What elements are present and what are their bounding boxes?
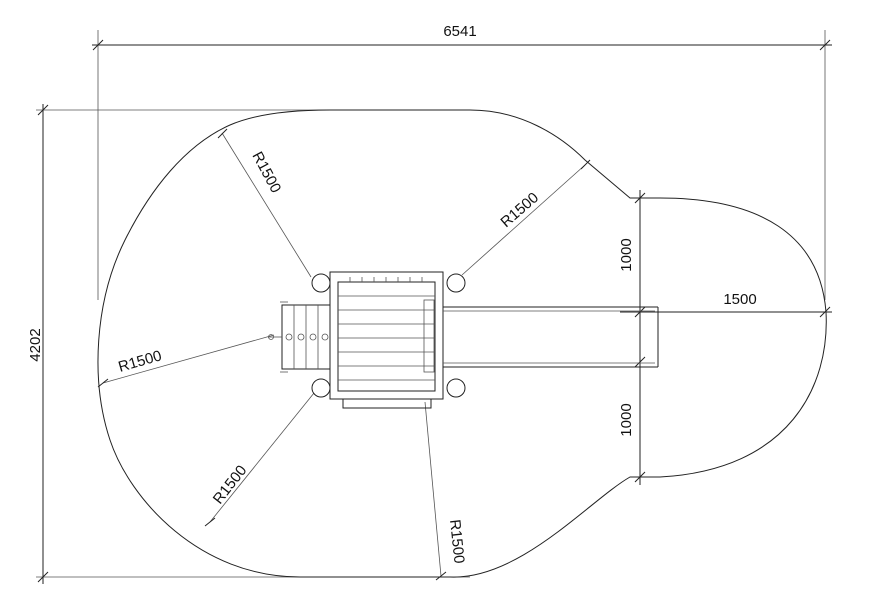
deck-planks (338, 295, 435, 381)
slide-zone-dimensions: 1000 1000 1500 (618, 190, 832, 485)
overall-width-dimension: 6541 (92, 23, 832, 300)
slide-upper-zone-label: 1000 (618, 238, 635, 271)
radius-label-bottom-right: R1500 (446, 519, 468, 565)
corner-post (311, 378, 331, 398)
top-rail-ticks (349, 277, 423, 282)
radius-label-left: R1500 (116, 347, 163, 376)
radius-label-bottom-left: R1500 (210, 462, 251, 507)
slide (443, 306, 659, 368)
corner-post (446, 378, 466, 398)
corner-post (446, 273, 466, 293)
radius-label-top-left: R1500 (248, 149, 284, 196)
safety-zone-outline (97, 109, 827, 578)
radius-label-top-right: R1500 (497, 189, 542, 231)
overall-height-label: 4202 (27, 328, 44, 361)
ladder (268, 301, 331, 373)
slide-lower-zone-label: 1000 (618, 403, 635, 436)
overall-width-label: 6541 (443, 23, 476, 40)
corner-post (311, 273, 331, 293)
radius-leaders (97, 128, 591, 581)
slide-end-zone-label: 1500 (723, 291, 756, 308)
play-tower (311, 271, 466, 409)
